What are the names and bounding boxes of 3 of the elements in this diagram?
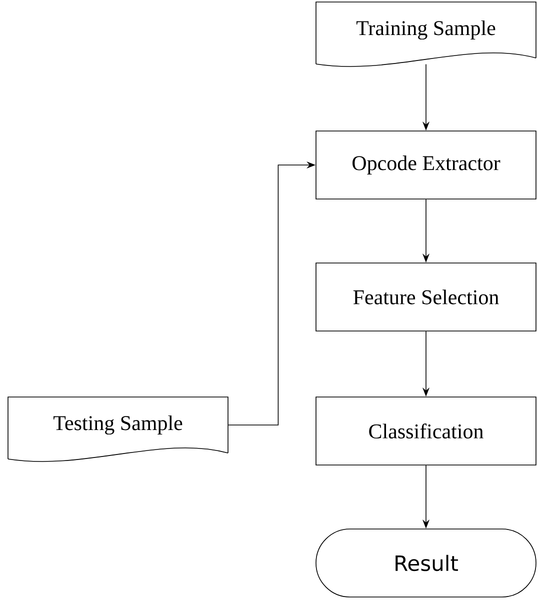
process-box: Opcode Extractor [316,130,536,200]
process-box: Feature Selection [316,262,536,332]
process-box: Classification [316,396,536,466]
